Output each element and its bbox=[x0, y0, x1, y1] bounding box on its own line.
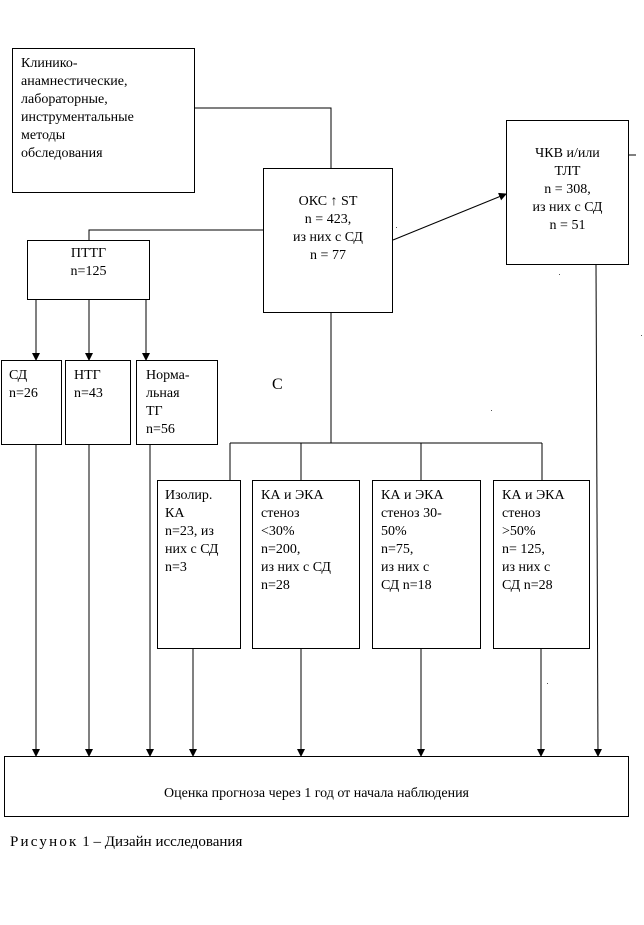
pttg-box: ПТТГ n=125 bbox=[27, 240, 150, 300]
outcome-box: Оценка прогноза через 1 год от начала на… bbox=[4, 756, 629, 817]
chkv-tlt-box: ЧКВ и/или ТЛТ n = 308, из них с СД n = 5… bbox=[506, 120, 629, 265]
arrow-oks-to-chkv bbox=[392, 192, 507, 241]
normal-tg-box: Норма- льная ТГ n=56 bbox=[136, 360, 218, 445]
stenosis-gt50-box: КА и ЭКА стеноз >50% n= 125, из них с СД… bbox=[493, 480, 590, 649]
ntg-box: НТГ n=43 bbox=[65, 360, 131, 445]
stenosis-lt30-box: КА и ЭКА стеноз <30% n=200, из них с СД … bbox=[252, 480, 360, 649]
line-oks-to-pttg bbox=[88, 229, 263, 240]
sd-box: СД n=26 bbox=[1, 360, 62, 445]
figure-caption: Рисунок 1 – Дизайн исследования bbox=[10, 834, 242, 851]
arrow-chkv-to-outcome bbox=[593, 263, 602, 757]
caption-text: 1 – Дизайн исследования bbox=[82, 834, 243, 850]
stenosis-30-50-box: КА и ЭКА стеноз 30- 50% n=75, из них с С… bbox=[372, 480, 481, 649]
line-clinical-to-oks bbox=[194, 107, 332, 168]
caption-prefix: Рисунок bbox=[10, 834, 79, 850]
clinical-methods-box: Клинико- анамнестические, лабораторные, … bbox=[12, 48, 195, 193]
isolated-ka-box: Изолир. КА n=23, из них с СД n=3 bbox=[157, 480, 241, 649]
oks-st-box: ОКС ↑ ST n = 423, из них с СД n = 77 bbox=[263, 168, 393, 313]
stray-letter: С bbox=[272, 376, 283, 393]
